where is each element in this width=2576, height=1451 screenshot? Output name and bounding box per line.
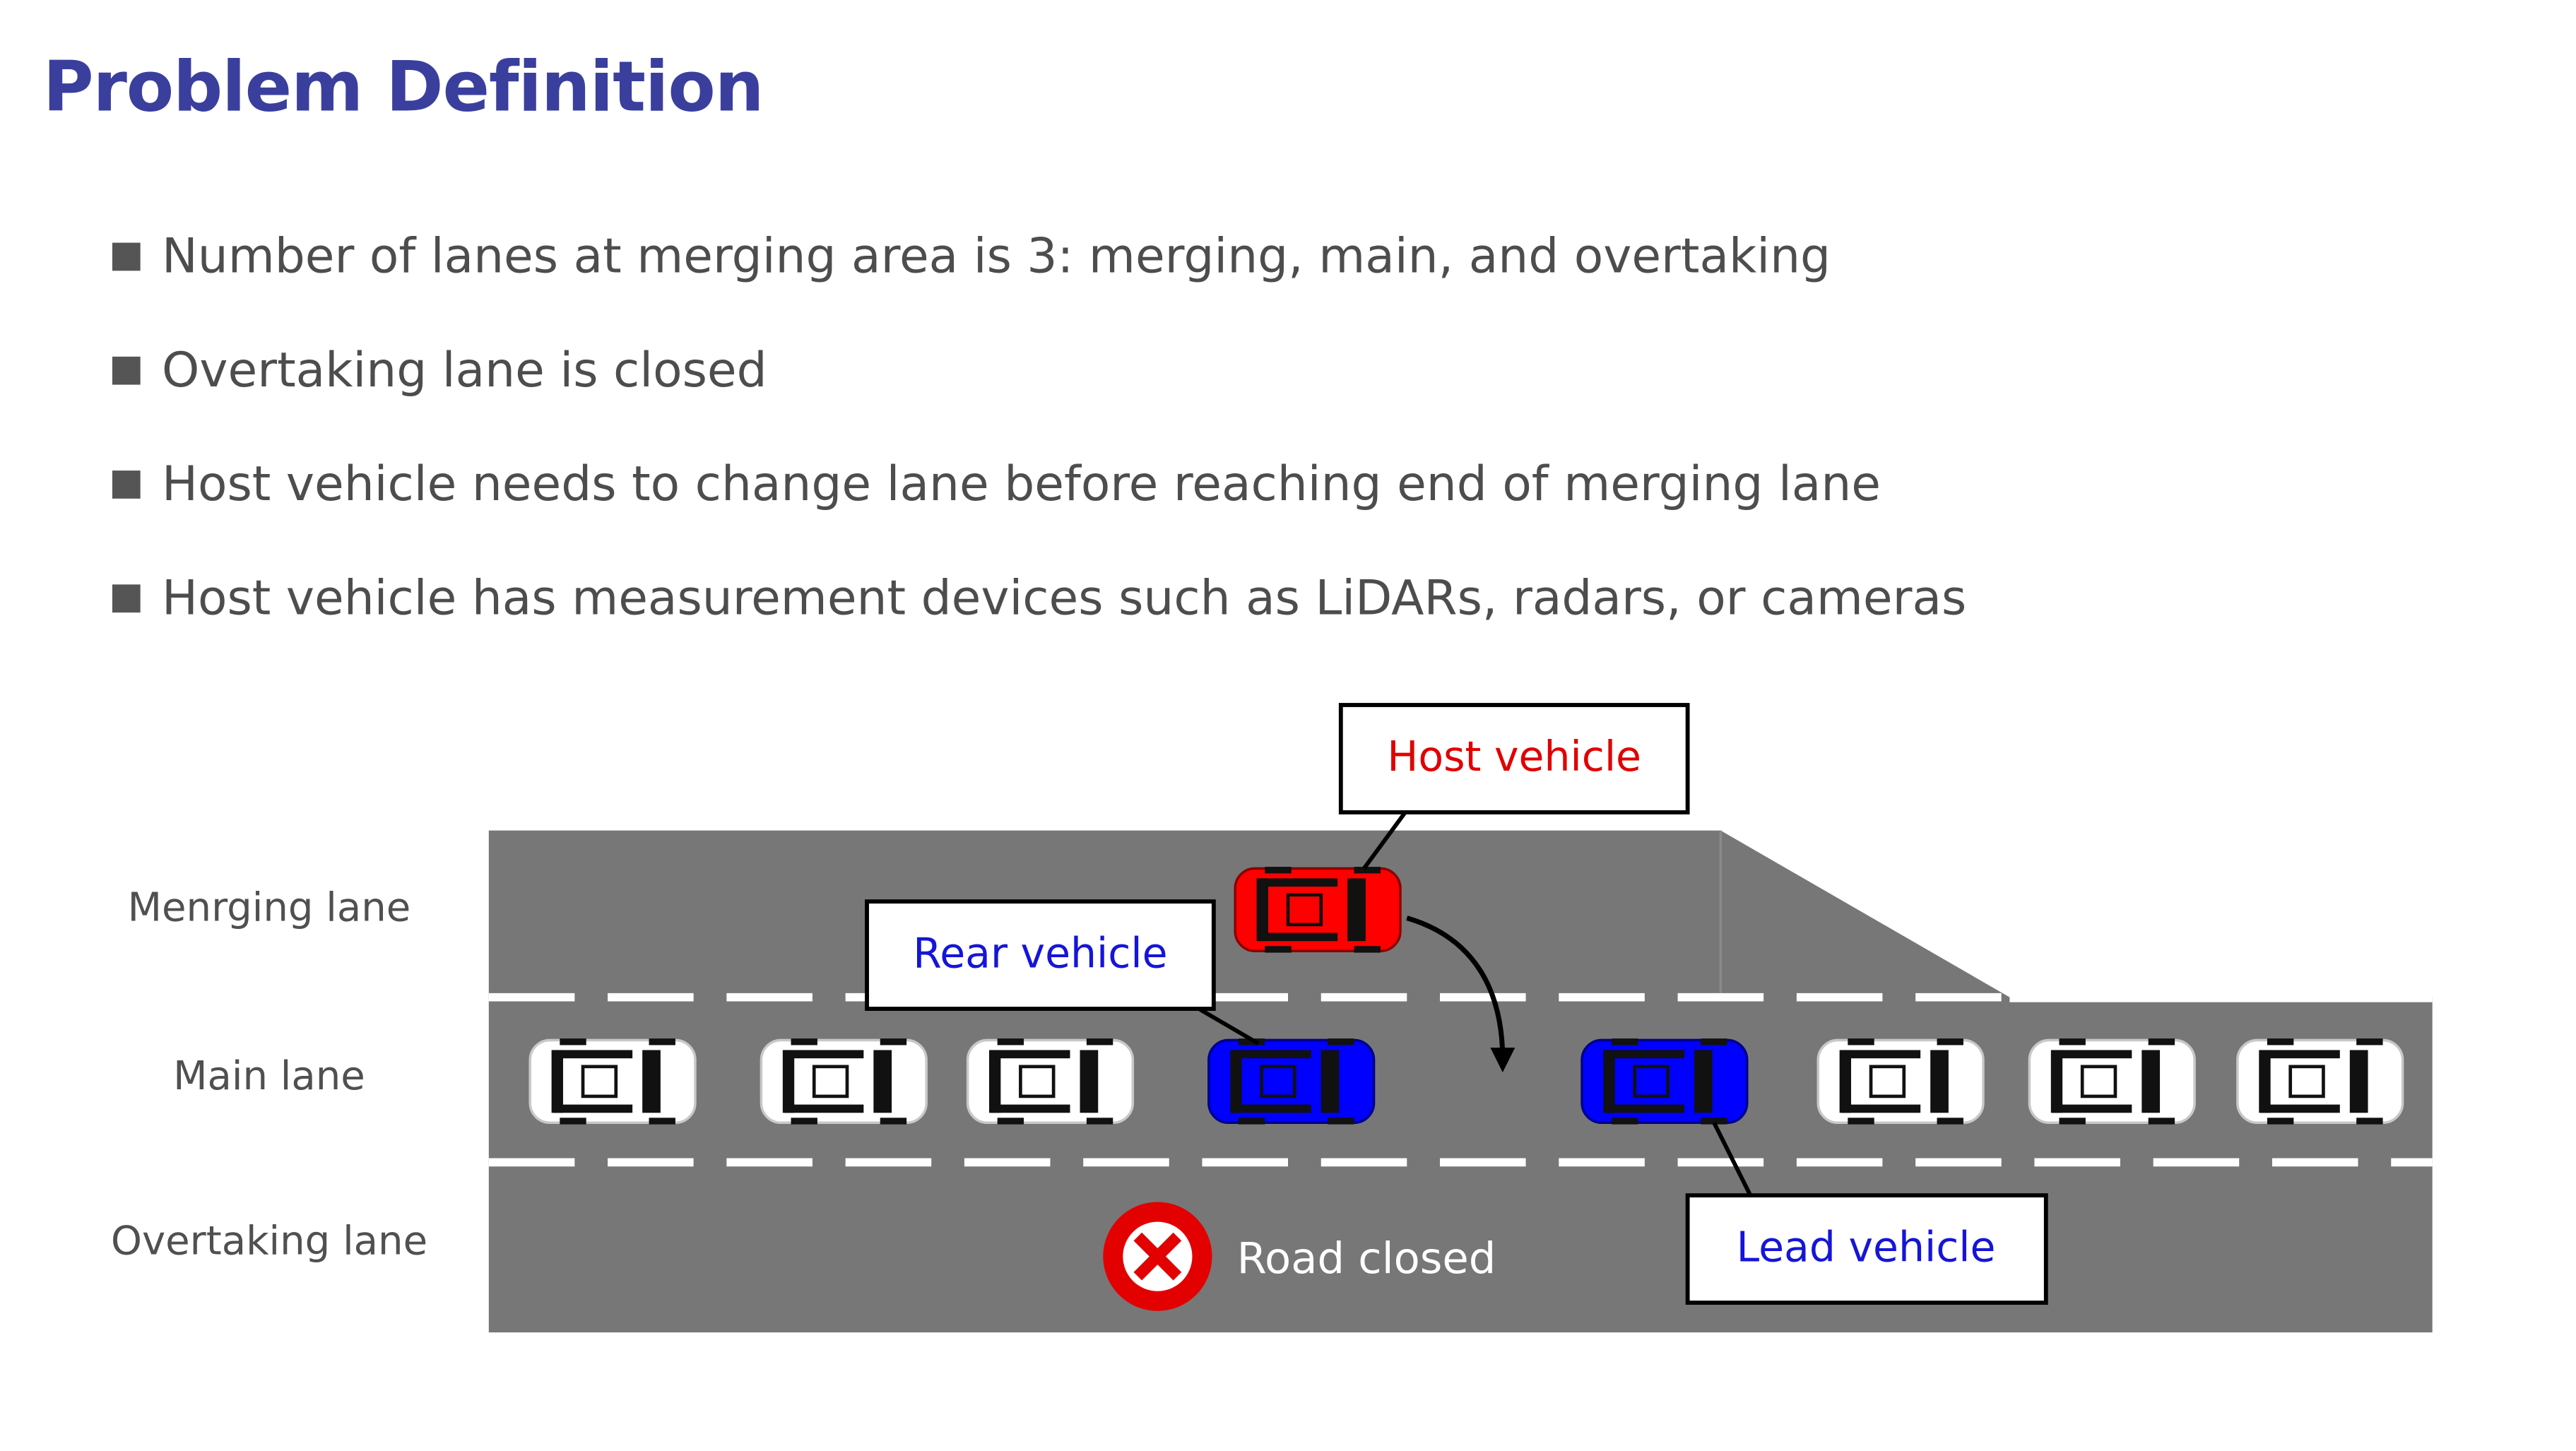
traffic-car-icon: [2029, 1038, 2194, 1125]
main-lane-top-edge: [2009, 992, 2433, 1002]
bullet-square-icon: [112, 242, 141, 271]
main-lane-label: Main lane: [173, 1053, 365, 1099]
host-vehicle-icon: [1234, 867, 1402, 953]
bullet-item: Number of lanes at merging area is 3: me…: [112, 215, 1966, 297]
road-closed-sign-icon: [1103, 1202, 1212, 1311]
bullet-item: Overtaking lane is closed: [112, 328, 1966, 411]
bullet-item: Host vehicle needs to change lane before…: [112, 442, 1966, 525]
lead-vehicle-icon: [1581, 1038, 1749, 1125]
overtaking-lane-label: Overtaking lane: [111, 1219, 427, 1265]
traffic-car-icon: [530, 1038, 695, 1125]
merging-lane-label: Menrging lane: [128, 884, 411, 930]
host-callout-leader: [1362, 811, 1407, 870]
traffic-car-icon: [968, 1038, 1133, 1125]
rear-callout-label: Rear vehicle: [913, 929, 1167, 977]
host-callout-label: Host vehicle: [1387, 733, 1641, 781]
lane-change-arrow-icon: [1406, 916, 1516, 1073]
bullet-text: Host vehicle has measurement devices suc…: [162, 569, 1967, 626]
traffic-car-icon: [1818, 1038, 1983, 1125]
slide-title: Problem Definition: [42, 46, 764, 127]
rear-callout-box: [865, 899, 1216, 1011]
bullet-list: Number of lanes at merging area is 3: me…: [112, 215, 1966, 670]
lead-callout-label: Lead vehicle: [1737, 1223, 1996, 1271]
lead-callout-leader: [1712, 1121, 1753, 1197]
road-closed-label: Road closed: [1237, 1234, 1496, 1284]
bullet-text: Overtaking lane is closed: [162, 341, 767, 398]
bullet-square-icon: [112, 584, 141, 612]
lead-callout-box: [1685, 1193, 2048, 1305]
traffic-car-icon: [2238, 1038, 2403, 1125]
bullet-square-icon: [112, 355, 141, 384]
rear-vehicle-icon: [1207, 1038, 1376, 1125]
bullet-item: Host vehicle has measurement devices suc…: [112, 557, 1966, 639]
rear-callout-leader: [1198, 1007, 1260, 1046]
traffic-car-icon: [761, 1038, 926, 1125]
bullet-text: Number of lanes at merging area is 3: me…: [162, 227, 1831, 284]
host-callout-box: [1338, 703, 1690, 815]
bullet-square-icon: [112, 469, 141, 498]
bullet-text: Host vehicle needs to change lane before…: [162, 456, 1881, 512]
